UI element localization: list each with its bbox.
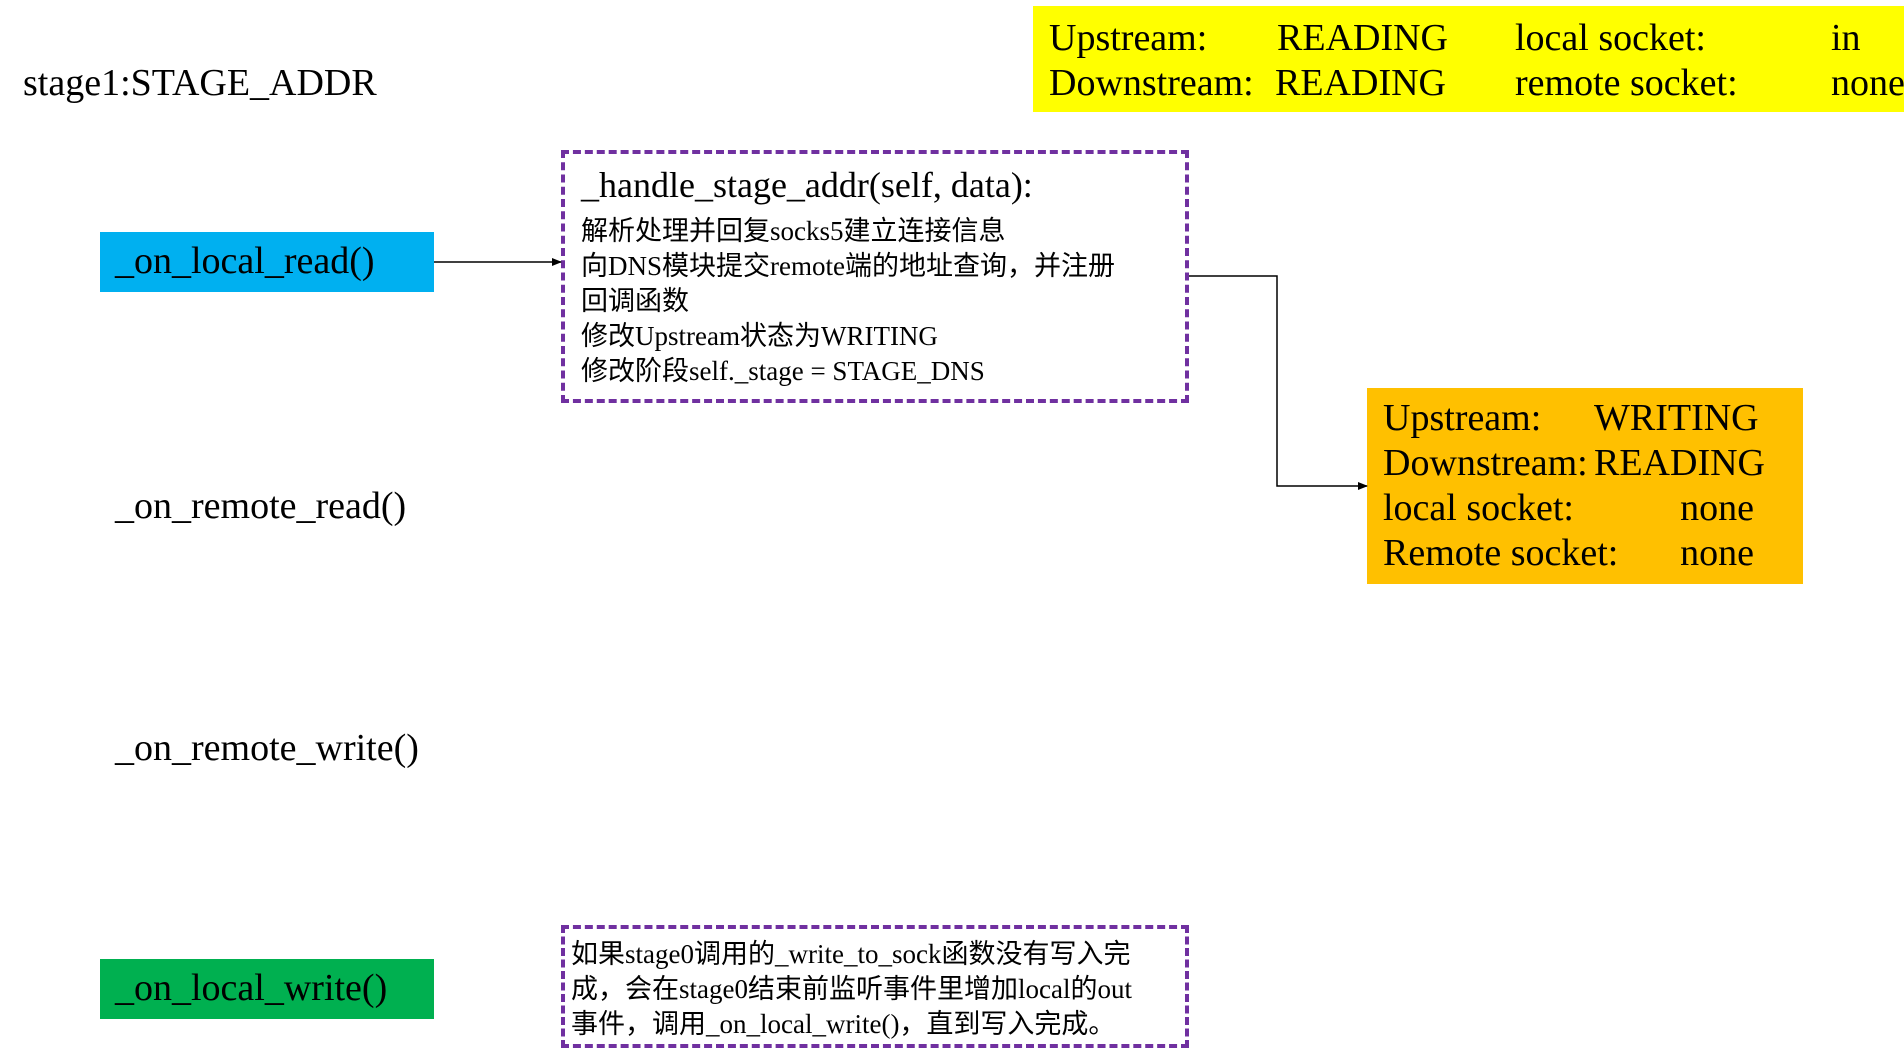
note-line: 事件，调用_on_local_write()，直到写入完成。 (571, 1009, 1116, 1039)
on-local-read-box: _on_local_read() (100, 232, 434, 292)
handle-stage-addr-box: _handle_stage_addr(self, data): 解析处理并回复s… (561, 150, 1189, 403)
downstream-label: Downstream: (1049, 62, 1254, 104)
remote-socket-value: none (1831, 62, 1904, 104)
upstream-label: Upstream: (1383, 397, 1542, 439)
on-remote-read-label: _on_remote_read() (115, 485, 407, 527)
stage-title: stage1:STAGE_ADDR (23, 62, 377, 104)
upstream-label: Upstream: (1049, 17, 1208, 59)
remote-socket-value: none (1680, 532, 1754, 574)
remote-socket-label: Remote socket: (1383, 532, 1619, 574)
handler-line: 回调函数 (581, 286, 689, 316)
local-socket-value: in (1831, 17, 1861, 59)
downstream-value: READING (1275, 62, 1446, 104)
local-socket-label: local socket: (1383, 487, 1574, 529)
initial-state-box: Upstream: READING local socket: in Downs… (1033, 6, 1904, 112)
downstream-value: READING (1594, 442, 1765, 484)
arrow-handler-to-result-state (1189, 275, 1368, 490)
local-socket-value: none (1680, 487, 1754, 529)
on-local-write-box: _on_local_write() (100, 959, 434, 1019)
handler-line: 修改阶段self._stage = STAGE_DNS (581, 356, 985, 386)
note-line: 成，会在stage0结束前监听事件里增加local的out (571, 974, 1132, 1004)
remote-socket-label: remote socket: (1515, 62, 1738, 104)
local-write-note-box: 如果stage0调用的_write_to_sock函数没有写入完 成，会在sta… (561, 925, 1189, 1048)
on-remote-write-label: _on_remote_write() (115, 727, 419, 769)
upstream-value: WRITING (1594, 397, 1759, 439)
result-state-box: Upstream: WRITING Downstream: READING lo… (1367, 388, 1803, 584)
note-line: 如果stage0调用的_write_to_sock函数没有写入完 (571, 939, 1131, 969)
handler-line: 修改Upstream状态为WRITING (581, 321, 938, 351)
handler-line: 向DNS模块提交remote端的地址查询，并注册 (581, 251, 1115, 281)
handler-line: 解析处理并回复socks5建立连接信息 (581, 216, 1006, 246)
local-socket-label: local socket: (1515, 17, 1706, 59)
handler-title: _handle_stage_addr(self, data): (581, 165, 1033, 205)
downstream-label: Downstream: (1383, 442, 1588, 484)
upstream-value: READING (1277, 17, 1448, 59)
